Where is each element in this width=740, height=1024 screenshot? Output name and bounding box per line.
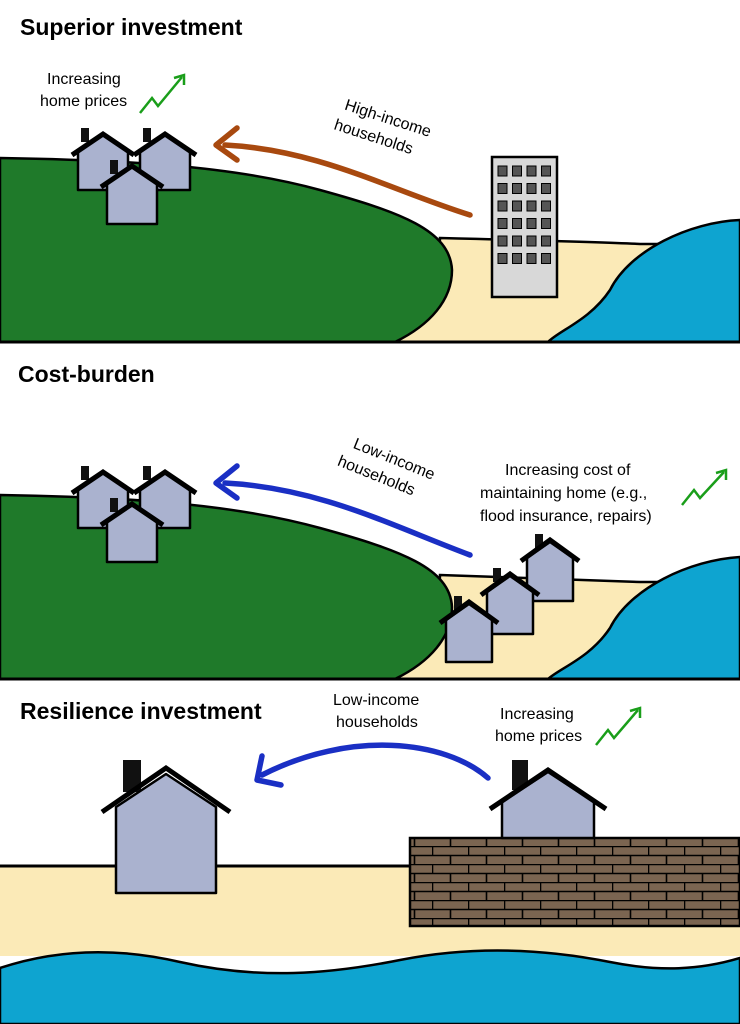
house-icon [479,568,541,636]
house-cluster [70,128,198,226]
seawall-icon [408,836,740,928]
building-window [497,165,508,177]
building-window [512,218,522,229]
arrow-label: High-income households [332,96,438,163]
house-icon [99,498,165,564]
house-icon [438,596,500,664]
panel-title: Resilience investment [20,698,262,724]
building-window [526,183,537,194]
building-window [497,235,508,247]
cost-label: Increasing cost of maintaining home (e.g… [480,462,652,525]
house-icon [99,160,165,226]
house-icon [132,466,198,530]
building-window [497,253,508,264]
building-window [512,235,522,247]
building-window [541,218,551,229]
arrow-icon [259,742,491,781]
arrow-head [213,125,240,163]
house-icon [100,760,232,895]
trend-up-icon [681,468,728,506]
price-label: Increasing home prices [495,706,582,745]
building-window [541,253,551,264]
building-icon [490,155,559,299]
building-window [526,200,537,212]
price-label: Increasing home prices [40,71,127,110]
building-window [541,235,551,247]
building-window [497,218,508,229]
panel-superior-investment: Superior investment [0,14,740,344]
building-window [512,253,522,264]
arrow-label: Low-income households [333,692,424,731]
building-window [526,235,537,247]
building-window [541,165,551,177]
building-window [512,165,522,177]
ocean-water [0,949,740,1024]
panel-cost-burden: Cost-burden [0,361,740,681]
arrow-head [254,753,284,788]
trend-up-icon [595,706,642,746]
building-window [526,253,537,264]
building-window [512,200,522,212]
trend-up-icon [139,73,186,114]
house-icon [132,128,198,192]
beach-house-cluster [438,534,581,664]
ocean-water [544,555,740,681]
ocean-water [544,218,740,344]
building-window [497,200,508,212]
building-window [512,183,522,194]
arrow-head [213,463,240,501]
building-window [541,200,551,212]
building-window [526,218,537,229]
panel-title: Superior investment [20,14,243,40]
arrow-icon [222,142,473,218]
house-icon [488,760,608,840]
building-window [526,165,537,177]
panel-title: Cost-burden [18,361,155,387]
arrow-icon [222,480,473,558]
panel-resilience-investment: Resilience investment Low-income househo… [0,692,740,1024]
building-window [541,183,551,194]
house-cluster [70,466,198,564]
arrow-label: Low-income households [335,433,441,506]
building-window [497,183,508,194]
